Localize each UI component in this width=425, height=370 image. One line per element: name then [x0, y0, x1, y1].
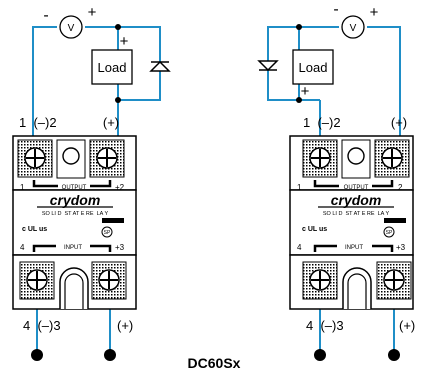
right-voltmeter — [341, 15, 365, 39]
left-meter-minus: - — [43, 7, 48, 24]
left-in-num-4: 4 — [20, 243, 25, 252]
right-top-left-terminal-label: 1 (–)2 — [303, 115, 341, 130]
left-bottom-right-terminal-label: (+) — [117, 318, 133, 333]
right-input-plus-dot — [388, 349, 400, 361]
right-ul-mark: c UL us — [302, 226, 327, 233]
right-bottom-left-terminal-label: 4 (–)3 — [306, 318, 344, 333]
left-brand-subtitle: SO LI D ST AT E RE LA Y — [42, 211, 109, 217]
left-input-label: INPUT — [64, 245, 82, 251]
right-circuit: V - + Load + 1 (–)2 (+) 4 (–)3 (+) — [257, 1, 415, 361]
right-output-label: OUTPUT — [344, 185, 369, 191]
left-csa-mark: SP — [104, 230, 111, 236]
right-meter-plus: + — [370, 4, 379, 21]
right-bottom-right-terminal-label: (+) — [399, 318, 415, 333]
right-brand-subtitle: SO LI D ST AT E RE LA Y — [323, 211, 390, 217]
left-junction-bottom — [115, 97, 121, 103]
left-out-num-2: +2 — [115, 183, 125, 192]
left-brand-logo: crydom — [50, 192, 101, 208]
left-load-label: Load — [98, 60, 127, 75]
left-load-plus: + — [120, 33, 129, 50]
right-mount-hole-icon — [347, 147, 365, 165]
right-csa-mark: SP — [386, 230, 393, 236]
left-mount-hole-icon — [62, 147, 80, 165]
left-ul-mark: c UL us — [22, 226, 47, 233]
right-load-label: Load — [299, 60, 328, 75]
right-meter-minus: - — [333, 1, 338, 18]
left-load-box — [91, 49, 133, 85]
right-junction-top — [296, 24, 302, 30]
left-voltmeter-symbol: V — [68, 23, 75, 34]
left-meter-plus: + — [88, 4, 97, 21]
left-top-left-terminal-label: 1 (–)2 — [19, 115, 57, 130]
right-out-num-1: 1 — [297, 183, 302, 192]
left-top-right-terminal-label: (+) — [103, 115, 119, 130]
right-load-box — [292, 49, 334, 85]
right-junction-bottom — [296, 97, 302, 103]
right-top-right-terminal-label: (+) — [391, 115, 407, 130]
left-out-num-1: 1 — [20, 183, 25, 192]
right-in-num-3: +3 — [396, 243, 406, 252]
left-wire-minus-terminal — [32, 26, 57, 140]
right-load-plus: + — [301, 83, 310, 100]
left-input-minus-dot — [31, 349, 43, 361]
right-brand-logo: crydom — [331, 192, 382, 208]
right-input-minus-dot — [314, 349, 326, 361]
diagram-title: DC60Sx — [188, 355, 241, 370]
left-input-plus-dot — [104, 349, 116, 361]
right-in-num-4: 4 — [297, 243, 302, 252]
left-diode-icon — [149, 60, 171, 72]
left-csa-icon — [101, 226, 113, 238]
right-voltmeter-symbol: V — [350, 23, 357, 34]
left-in-num-3: +3 — [115, 243, 125, 252]
left-junction-top — [115, 24, 121, 30]
right-diode-icon — [257, 60, 279, 72]
right-out-num-2: 2 — [398, 183, 403, 192]
right-wire-plus — [367, 26, 401, 140]
right-input-label: INPUT — [345, 245, 363, 251]
right-wire-minus — [298, 26, 339, 50]
right-csa-icon — [383, 226, 395, 238]
left-relay: 1 OUTPUT +2 crydom SO LI D ST AT E RE LA… — [12, 135, 137, 310]
left-bottom-left-terminal-label: 4 (–)3 — [23, 318, 61, 333]
left-output-label: OUTPUT — [62, 185, 87, 191]
left-voltmeter — [59, 15, 83, 39]
right-relay: 1 OUTPUT 2 crydom SO LI D ST AT E RE LA … — [289, 135, 414, 310]
